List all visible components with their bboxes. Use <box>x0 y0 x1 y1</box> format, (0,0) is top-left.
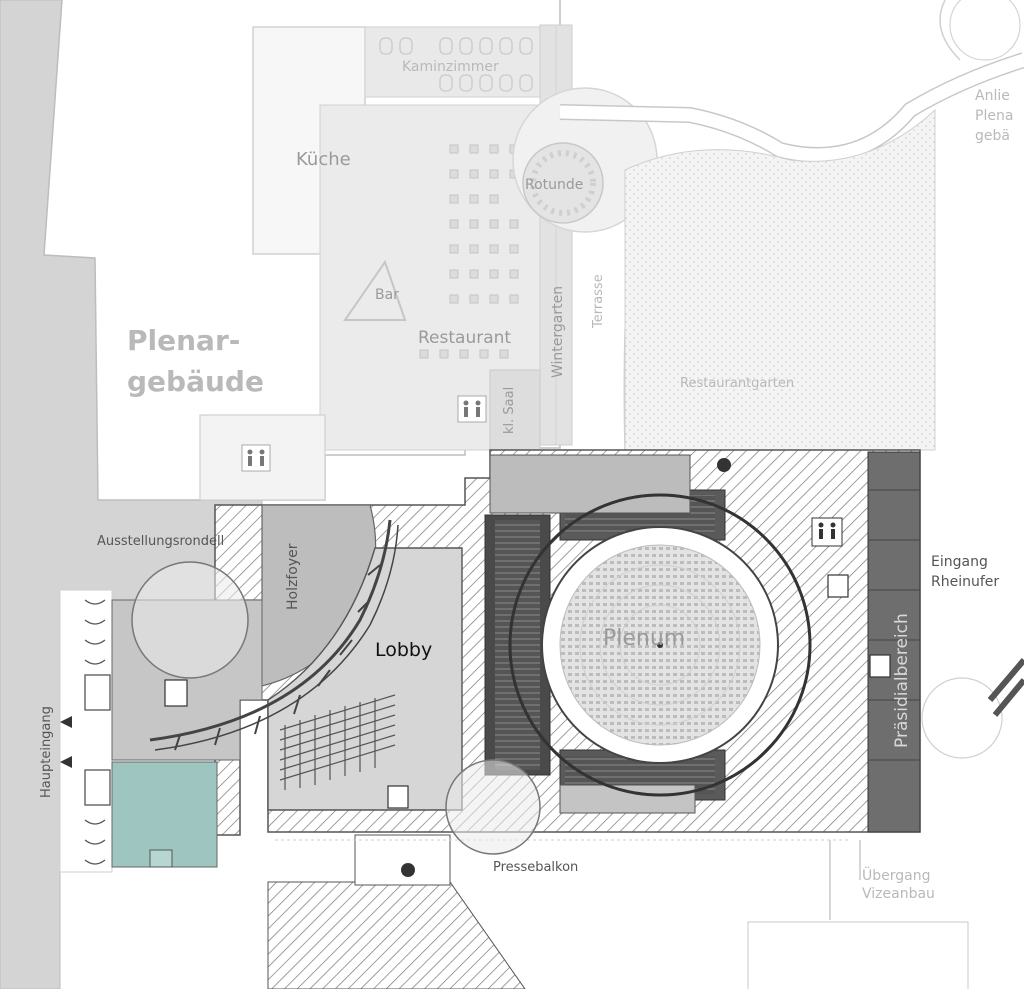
haupteingang-strip <box>59 589 113 873</box>
label-pressebalkon: Pressebalkon <box>493 860 579 875</box>
vizeanbau-block <box>747 921 969 989</box>
label-kl-saal: kl. Saal <box>502 386 517 434</box>
kaminzimmer-tables <box>379 37 533 92</box>
label-uebergang-line2: Vizeanbau <box>862 886 935 902</box>
haupteingang-doors <box>84 599 111 865</box>
lobby-area <box>267 547 463 811</box>
label-kaminzimmer: Kaminzimmer <box>402 59 499 75</box>
label-plenum: Plenum <box>603 626 686 651</box>
pressebalkon-circle <box>445 759 541 855</box>
curved-wall-outer <box>149 519 392 742</box>
elevator-icon <box>164 574 891 809</box>
label-wintergarten: Wintergarten <box>550 285 566 378</box>
entrance-arrow-icon <box>60 716 72 768</box>
label-plenargebaeude-line2: gebäude <box>127 365 264 398</box>
lobby-stair-hatch <box>279 694 396 790</box>
ausstellungsrondell-circle <box>131 561 249 679</box>
label-lobby: Lobby <box>375 639 433 661</box>
bar-counter <box>343 259 407 321</box>
stairs-icon <box>401 458 731 877</box>
label-anlieferung-line1: Anlie <box>975 88 1010 104</box>
label-terrasse: Terrasse <box>591 274 606 328</box>
label-ausstellungsrondell: Ausstellungsrondell <box>97 534 225 549</box>
kl-saal-room <box>489 369 541 451</box>
label-restaurant: Restaurant <box>418 328 512 348</box>
restaurantgarten-area <box>624 108 936 451</box>
label-haupteingang: Haupteingang <box>39 706 54 798</box>
label-eingang-line2: Rheinufer <box>931 574 1000 590</box>
label-plenargebaeude-line1: Plenar- <box>127 324 241 357</box>
plenum-outer-ring <box>508 493 812 797</box>
label-holzfoyer: Holzfoyer <box>285 543 301 610</box>
praesidialbereich-area <box>867 451 921 833</box>
rotunde-table-ring <box>522 142 604 224</box>
pressebalkon-approach-hatch <box>267 881 526 989</box>
label-anlieferung-line2: Plena <box>975 108 1014 124</box>
label-restaurantgarten: Restaurantgarten <box>680 376 795 391</box>
label-bar: Bar <box>375 287 399 303</box>
label-kueche: Küche <box>296 149 351 170</box>
eingang-rondell <box>921 677 1003 759</box>
label-eingang-line1: Eingang <box>931 554 988 570</box>
label-rotunde: Rotunde <box>525 177 584 193</box>
curved-wall-inner <box>154 524 399 751</box>
label-anlieferung-line3: gebä <box>975 128 1010 144</box>
restroom-icon <box>241 395 843 547</box>
label-uebergang-line1: Übergang <box>862 868 931 884</box>
label-praesidialbereich: Präsidialbereich <box>892 613 912 748</box>
